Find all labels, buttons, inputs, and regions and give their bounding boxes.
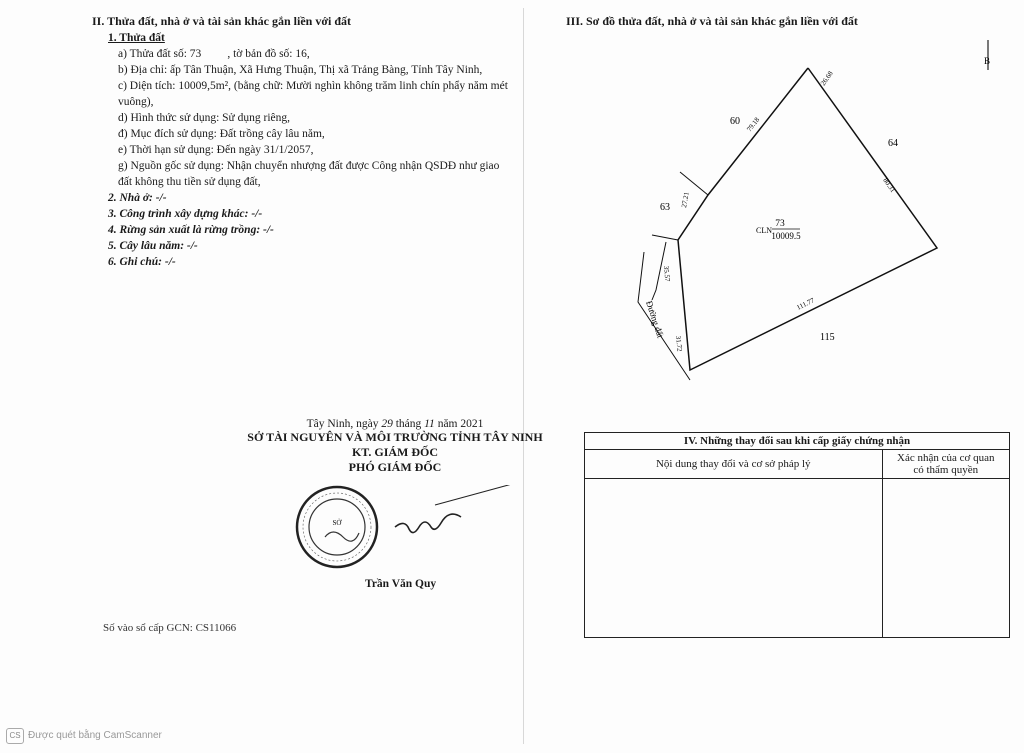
area-line-1: c) Diện tích: 10009,5m², (bằng chữ: Mười… [118,80,508,92]
date-prefix: Tây Ninh, ngày [306,418,379,430]
parcel-number: a) Thửa đất số: 73 , tờ bản đồ số: 16, [108,46,508,62]
edge-length-1: 26.68 [819,69,835,87]
perennial-item: 5. Cây lâu năm: -/- [108,240,198,252]
changes-col-content: Nội dung thay đổi và cơ sở pháp lý [584,449,883,479]
boundary-stub-60 [679,171,709,196]
map-sheet-text: , tờ bản đồ số: 16, [227,48,310,60]
page-fold [523,8,524,744]
seal-ring-text [302,492,372,562]
seal-outer [295,485,379,569]
confirm-line-2: có thẩm quyền [913,464,979,476]
changes-body-content [584,478,883,638]
neighbor-115: 115 [820,332,835,343]
sign-date: Tây Ninh, ngày 29 tháng 11 năm 2021 [230,418,560,430]
road-edge-2 [637,251,691,381]
usage-term: e) Thời hạn sử dụng: Đến ngày 31/1/2057, [118,144,314,156]
serial-number: Số vào sổ cấp GCN: CS11066 [103,622,237,634]
construction-item: 3. Công trình xây dựng khác: -/- [108,208,263,220]
address: b) Địa chỉ: ấp Tân Thuận, Xã Hưng Thuận,… [118,64,483,76]
road-edge-1 [651,241,667,301]
date-month: 11 [424,418,435,430]
parcel-boundary [677,67,939,372]
seal-and-signature: SỞ [295,485,511,569]
usage-form: d) Hình thức sử dụng: Sử dụng riêng, [118,112,291,124]
edge-length-7: 35.57 [662,265,671,282]
origin-line-1: g) Nguồn gốc sử dụng: Nhận chuyển nhượng… [118,160,500,172]
changes-body-confirm [881,478,1010,638]
parcel-area: 10009.5 [771,231,801,241]
signature-block: Tây Ninh, ngày 29 tháng 11 năm 2021 SỞ T… [230,418,560,475]
role-2: PHÓ GIÁM ĐỐC [348,460,442,474]
plot-diagram: B 60 64 63 115 73 CLN 10009.5 26.68 79.1… [637,40,990,381]
edge-length-6: 27.21 [680,191,691,208]
parcel-label: 73 [775,219,785,229]
edge-length-3: 80.31 [881,177,897,195]
issuing-org: SỞ TÀI NGUYÊN VÀ MÔI TRƯỜNG TỈNH TÂY NIN… [247,430,543,444]
house-item: 2. Nhà ở: -/- [108,192,167,204]
changes-table: IV. Những thay đổi sau khi cấp giấy chứn… [584,432,1010,638]
neighbor-63: 63 [660,202,670,213]
camscanner-watermark: CS Được quét bằng CamScanner [6,728,162,744]
parcel-heading: 1. Thửa đất [108,32,165,44]
neighbor-60: 60 [730,116,740,127]
neighbor-64: 64 [888,138,898,149]
section-iii-title: III. Sơ đồ thửa đất, nhà ở và tài sản kh… [566,14,858,28]
date-year: năm 2021 [437,418,484,430]
seal-inner [308,498,366,556]
road-label: Đường đất [644,300,666,340]
seal-text: SỞ [333,519,343,527]
origin-line-2: đất không thu tiền sử dụng đất, [118,176,261,188]
edge-length-5: 31.72 [674,335,684,352]
changes-title: IV. Những thay đổi sau khi cấp giấy chứn… [584,432,1010,450]
north-label: B [984,56,990,66]
confirm-line-1: Xác nhận của cơ quan [897,452,995,464]
seal-emblem [324,531,360,542]
changes-col-confirm: Xác nhận của cơ quan có thẩm quyền [881,449,1010,479]
date-day: 29 [381,418,393,430]
camscanner-logo-icon: CS [6,728,24,744]
usage-purpose: đ) Mục đích sử dụng: Đất trồng cây lâu n… [118,128,325,140]
note-item: 6. Ghi chú: -/- [108,256,176,268]
section-ii-title: II. Thửa đất, nhà ở và tài sản khác gắn … [92,14,352,28]
land-info: 1. Thửa đất a) Thửa đất số: 73 , tờ bản đ… [108,30,508,270]
signature-stroke [434,485,511,506]
signer-name: Trần Văn Quy [365,578,437,590]
forest-item: 4. Rừng sản xuất là rừng trồng: -/- [108,224,274,236]
boundary-stub-63 [651,234,679,241]
land-code: CLN [756,226,772,235]
camscanner-text: Được quét bằng CamScanner [28,730,162,741]
area-line-2: vuông), [118,96,154,108]
date-month-word: tháng [395,418,422,430]
role-1: KT. GIÁM ĐỐC [351,445,439,459]
handwritten-signature [394,513,462,534]
parcel-number-text: a) Thửa đất số: 73 [118,48,202,60]
